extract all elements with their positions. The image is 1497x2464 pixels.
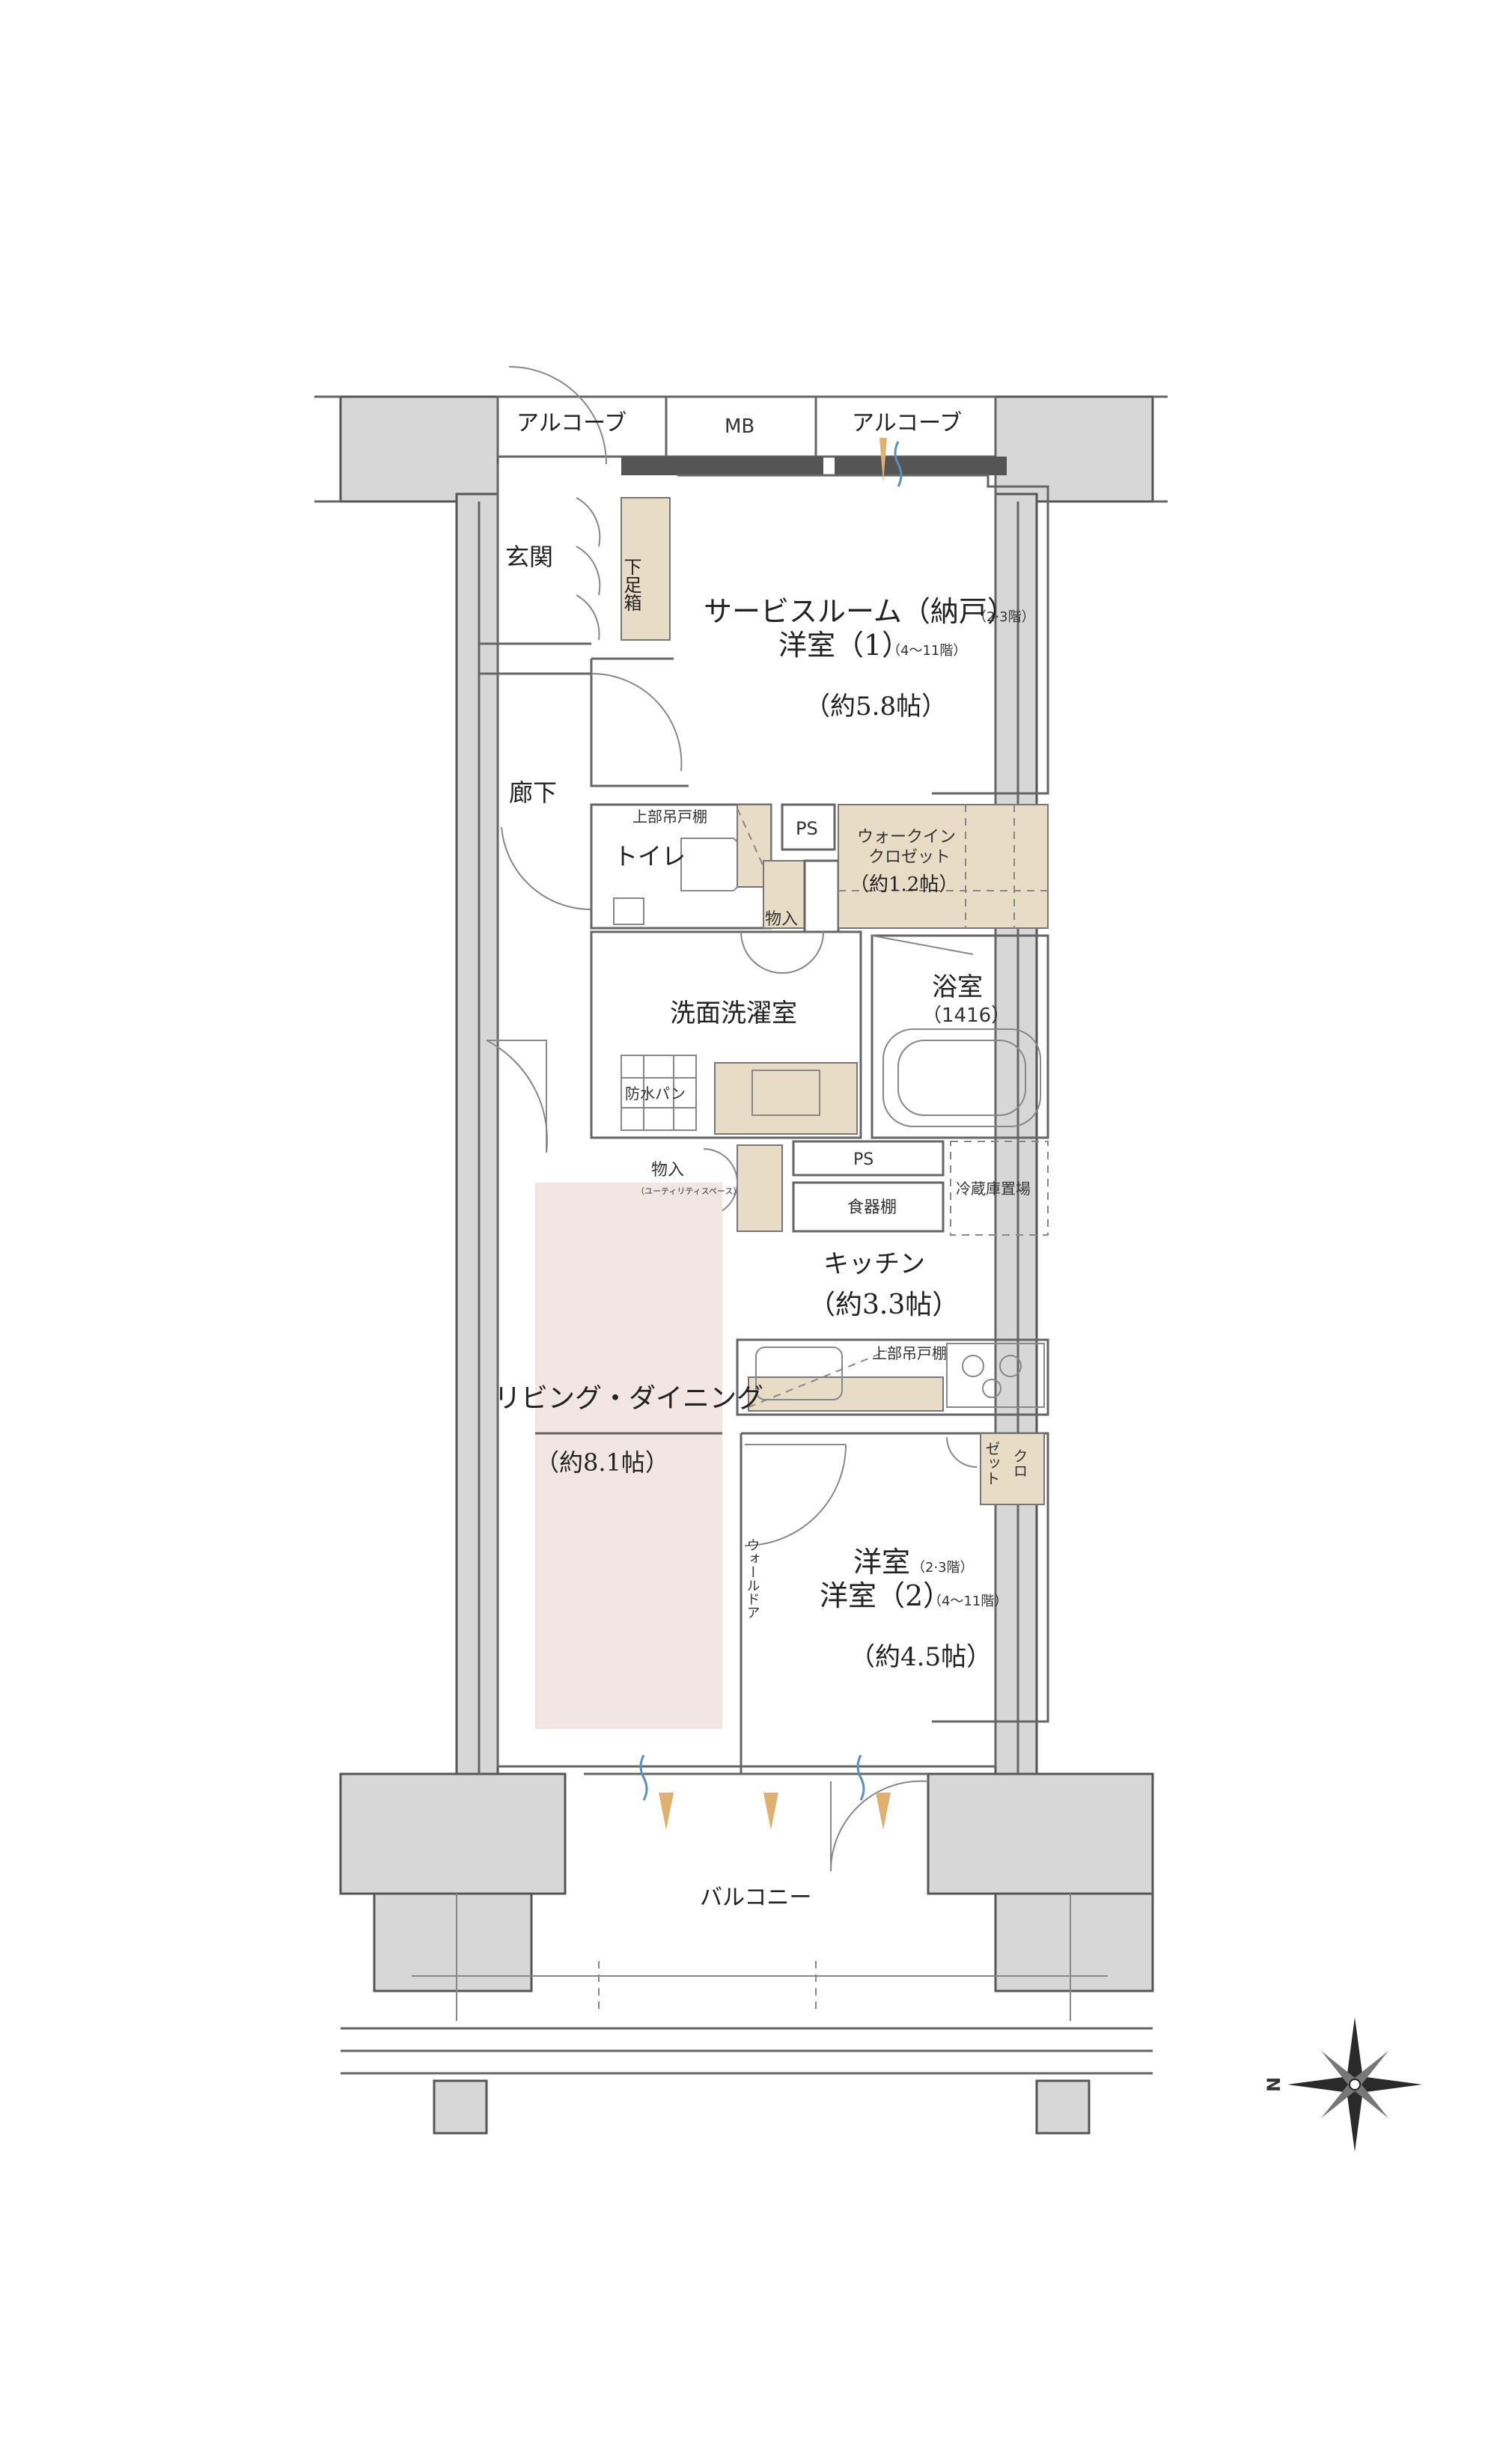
walkin-label-2: クロゼット (868, 848, 951, 867)
corridor-doors (486, 826, 592, 1153)
vents (639, 438, 903, 1830)
structural-walls (339, 395, 1154, 2135)
western2-label: 洋室（2） (820, 1579, 951, 1612)
toilet-room (590, 803, 840, 933)
corridor-label: 廊下 (509, 778, 557, 807)
room-labels: アルコーブ MB アルコーブ 玄関 下足箱 サービスルーム（納戸） （2·3階）… (494, 410, 1284, 2092)
washroom-label: 洗面洗濯室 (670, 998, 797, 1028)
kitchen-area: （約3.3帖） (808, 1290, 959, 1320)
western1-area: （約5.8帖） (805, 692, 947, 722)
walkin-area: （約1.2帖） (850, 873, 958, 896)
living-rug (535, 1183, 722, 1729)
bathroom (871, 934, 1049, 1139)
storage2-label: 物入 (651, 1161, 684, 1180)
western1-label: 洋室（1） (778, 629, 910, 662)
compass-icon (1287, 2017, 1422, 2152)
western-floors-a-note: （2·3階） (912, 1560, 974, 1576)
genkan-label: 玄関 (505, 543, 553, 571)
western2-area: （約4.5帖） (850, 1642, 992, 1672)
ps-top-label: PS (796, 818, 818, 839)
bath-label: 浴室 (932, 972, 983, 1002)
western-floors-a-label: 洋室 (853, 1546, 910, 1579)
upper-cabinet-toilet: 上部吊戸棚 (632, 808, 707, 826)
toilet-label: トイレ (614, 842, 686, 870)
upper-cabinet-kitchen: 上部吊戸棚 (872, 1344, 947, 1362)
bath-size: （1416） (922, 1004, 1010, 1027)
kitchen (703, 1140, 1049, 1416)
room-western-2 (740, 1432, 1049, 1774)
service-room-floors: （2·3階） (973, 609, 1035, 625)
walkin-label-1: ウォークイン (857, 828, 956, 847)
closet-label-1: クロ (1010, 1448, 1028, 1478)
room-western-1 (590, 474, 1049, 795)
alcove-left-label: アルコーブ (516, 410, 626, 436)
living-area: （約8.1帖） (535, 1448, 669, 1477)
western1-floors: （4～11階） (887, 643, 966, 659)
walkin-closet (838, 804, 1049, 929)
storage1-label: 物入 (765, 910, 798, 929)
kitchen-label: キッチン (823, 1249, 925, 1279)
waterproof-pan-label: 防水パン (625, 1085, 686, 1103)
closet-label-2: ゼット (983, 1441, 1001, 1486)
outer-lines (314, 395, 1168, 1774)
western2-floors: （4～11階） (928, 1594, 1007, 1609)
dish-shelf-label: 食器棚 (847, 1198, 897, 1217)
balcony (341, 1772, 1153, 2075)
fridge-label: 冷蔵庫置場 (956, 1180, 1031, 1198)
ps-mid-label: PS (853, 1150, 873, 1169)
wall-door-label: ウォールドア (745, 1538, 760, 1619)
entrance (479, 366, 671, 675)
balcony-label: バルコニー (700, 1885, 811, 1911)
north-label: N (1263, 2077, 1284, 2092)
washroom (590, 930, 862, 1139)
alcove-right-label: アルコーブ (852, 410, 962, 436)
living-label: リビング・ダイニング (494, 1383, 763, 1414)
mb-label: MB (725, 415, 754, 438)
shoebox-label: 下足箱 (621, 558, 641, 612)
service-room-label: サービスルーム（納戸） (704, 595, 1016, 628)
utility-space-label: （ユーティリティスペース） (636, 1186, 741, 1196)
